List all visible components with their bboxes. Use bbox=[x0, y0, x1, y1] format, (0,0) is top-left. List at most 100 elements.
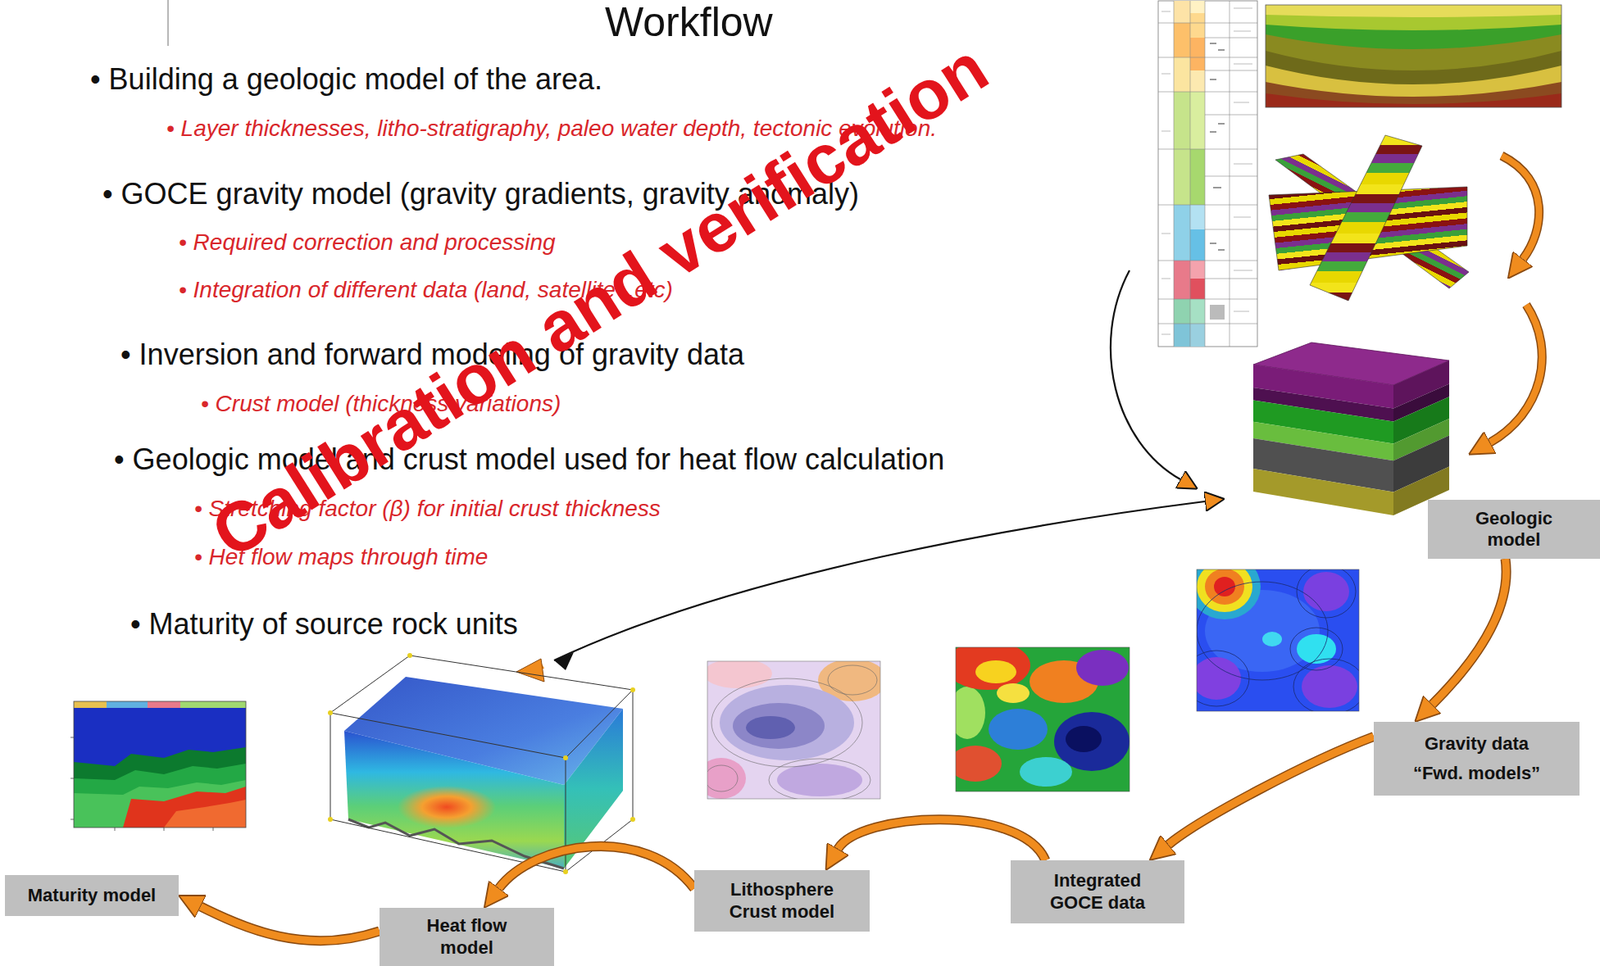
arrow-outline bbox=[200, 906, 380, 941]
heat-flow-cube bbox=[407, 653, 413, 659]
stratigraphic-column bbox=[1173, 204, 1191, 261]
stratigraphic-column bbox=[1233, 311, 1250, 313]
lithosphere-map bbox=[707, 765, 738, 792]
gravity-map bbox=[1293, 659, 1360, 712]
bullet-text: • Geologic model and crust model used fo… bbox=[113, 441, 945, 478]
goce-map bbox=[988, 709, 1048, 750]
stratigraphic-column bbox=[1204, 37, 1258, 39]
stratigraphic-column bbox=[1190, 299, 1205, 324]
heat-flow-cube bbox=[330, 655, 633, 873]
maturity-plot bbox=[70, 778, 74, 780]
maturity-plot bbox=[70, 737, 74, 739]
stratigraphic-column bbox=[1233, 102, 1250, 104]
heat-flow-cube bbox=[327, 817, 333, 823]
maturity-plot bbox=[163, 827, 165, 832]
label-box: Gravity data“Fwd. models” bbox=[1373, 722, 1580, 796]
box-label: Lithosphere Crust model bbox=[719, 879, 845, 923]
map-frame bbox=[707, 661, 881, 800]
stratigraphic-column bbox=[1158, 204, 1258, 206]
bullet-text: • Maturity of source rock units bbox=[130, 606, 519, 642]
heat-flow-cube bbox=[327, 653, 636, 875]
stratigraphic-column bbox=[1190, 37, 1205, 71]
stratigraphic-column bbox=[1209, 42, 1225, 320]
cross-section bbox=[1265, 4, 1562, 108]
gravity-map bbox=[1196, 657, 1241, 700]
gravity-map bbox=[1196, 650, 1250, 707]
lithosphere-map bbox=[707, 661, 881, 800]
box-label: Integrated GOCE data bbox=[1039, 870, 1156, 914]
stratigraphic-column bbox=[1190, 0, 1205, 14]
geologic-block bbox=[1253, 468, 1394, 516]
maturity-plot bbox=[70, 701, 246, 832]
maturity-plot bbox=[106, 701, 148, 709]
maturity-plot bbox=[73, 708, 246, 828]
stratigraphic-column bbox=[1190, 13, 1205, 38]
slide-title: Workflow bbox=[604, 0, 773, 46]
cross-section bbox=[1265, 4, 1562, 108]
stratigraphic-column bbox=[1233, 31, 1251, 32]
stratigraphic-column bbox=[1190, 260, 1205, 279]
gravity-map bbox=[1196, 569, 1360, 712]
stratigraphic-column bbox=[1190, 204, 1205, 230]
stratigraphic-column bbox=[1158, 22, 1258, 24]
lithosphere-map bbox=[707, 665, 878, 800]
title-rule bbox=[168, 0, 169, 46]
sub-bullet: • Required correction and processing bbox=[178, 228, 556, 257]
cross-section bbox=[1265, 4, 1562, 31]
stratigraphic-column bbox=[1204, 229, 1258, 231]
flow-arrow bbox=[200, 906, 380, 941]
flow-arrow bbox=[554, 652, 574, 671]
stratigraphic-column bbox=[1190, 91, 1205, 150]
goce-map bbox=[955, 745, 1002, 782]
arrow-body bbox=[1168, 736, 1374, 846]
maturity-plot bbox=[73, 763, 246, 828]
stratigraphic-column bbox=[1233, 217, 1251, 219]
stratigraphic-column bbox=[1173, 0, 1191, 23]
maturity-plot bbox=[114, 827, 116, 832]
cross-section bbox=[1265, 4, 1562, 71]
stratigraphic-column bbox=[1233, 63, 1253, 65]
lithosphere-map bbox=[719, 685, 855, 761]
stratigraphic-column bbox=[1158, 0, 1258, 347]
stratigraphic-column bbox=[1173, 91, 1191, 205]
stratigraphic-column bbox=[1158, 323, 1258, 325]
stratigraphic-column bbox=[1233, 270, 1253, 272]
gravity-map bbox=[1196, 581, 1328, 681]
arrow-outline bbox=[1431, 559, 1506, 705]
cross-section bbox=[1265, 4, 1562, 85]
lithosphere-map bbox=[827, 665, 878, 696]
stratigraphic-column bbox=[1158, 0, 1258, 347]
box-label: Geologic model bbox=[1468, 508, 1560, 552]
heat-flow-cube bbox=[327, 710, 333, 716]
heat-flow-cube bbox=[327, 653, 636, 875]
stratigraphic-column bbox=[1209, 78, 1217, 81]
label-box: Heat flow model bbox=[379, 908, 555, 966]
stratigraphic-column bbox=[1204, 114, 1258, 116]
heat-flow-cube bbox=[630, 817, 636, 823]
stratigraphic-column bbox=[1209, 42, 1217, 45]
gravity-map bbox=[1204, 569, 1245, 605]
stratigraphic-column bbox=[1204, 70, 1258, 72]
cross-section bbox=[1265, 4, 1562, 97]
stratigraphic-column bbox=[1213, 186, 1222, 189]
label-box: Maturity model bbox=[4, 875, 179, 917]
goce-map bbox=[975, 660, 1017, 684]
flow-arrow bbox=[1110, 270, 1181, 480]
cross-section bbox=[1265, 4, 1562, 50]
label-box: Lithosphere Crust model bbox=[694, 870, 870, 932]
heat-flow-cube bbox=[563, 755, 569, 761]
goce-map bbox=[955, 686, 986, 740]
stratigraphic-column bbox=[1158, 57, 1258, 59]
box-label: Heat flow model bbox=[419, 915, 515, 960]
map-frame bbox=[1196, 569, 1360, 712]
lithosphere-map bbox=[711, 678, 863, 768]
fence-diagram bbox=[1309, 135, 1423, 301]
flow-arrow bbox=[554, 501, 1205, 661]
heat-flow-cube bbox=[330, 713, 566, 759]
gravity-map bbox=[1196, 569, 1360, 712]
lithosphere-map bbox=[732, 703, 825, 750]
arrow-outline bbox=[1168, 736, 1374, 846]
maturity-plot bbox=[73, 747, 246, 828]
maturity-plot bbox=[122, 786, 246, 828]
